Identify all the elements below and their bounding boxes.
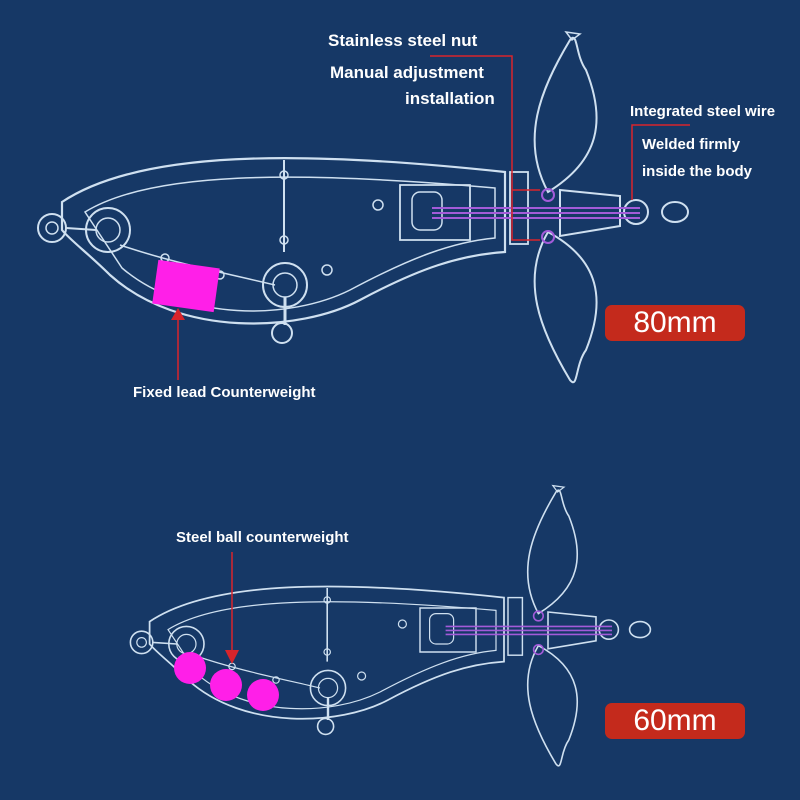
steel-ball-counterweights (174, 552, 279, 711)
manual-adjustment-label: Manual adjustment (330, 63, 484, 82)
welded-label: Welded firmly (642, 136, 741, 153)
lure-60mm (129, 484, 652, 768)
installation-label: installation (405, 89, 495, 108)
nut-callout-line (430, 55, 540, 241)
size-badge-60mm: 60mm (605, 703, 745, 739)
steel-wire-label: Integrated steel wire (630, 103, 776, 120)
lead-counterweight (152, 259, 220, 313)
wire-callout-line (631, 124, 690, 200)
lure-80mm (36, 30, 690, 384)
inside-body-label: inside the body (642, 163, 753, 180)
lead-counterweight-label: Fixed lead Counterweight (133, 384, 316, 401)
nut-label: Stainless steel nut (328, 31, 478, 50)
steel-ball-label: Steel ball counterweight (176, 529, 349, 546)
size-badge-80mm: 80mm (605, 305, 745, 341)
